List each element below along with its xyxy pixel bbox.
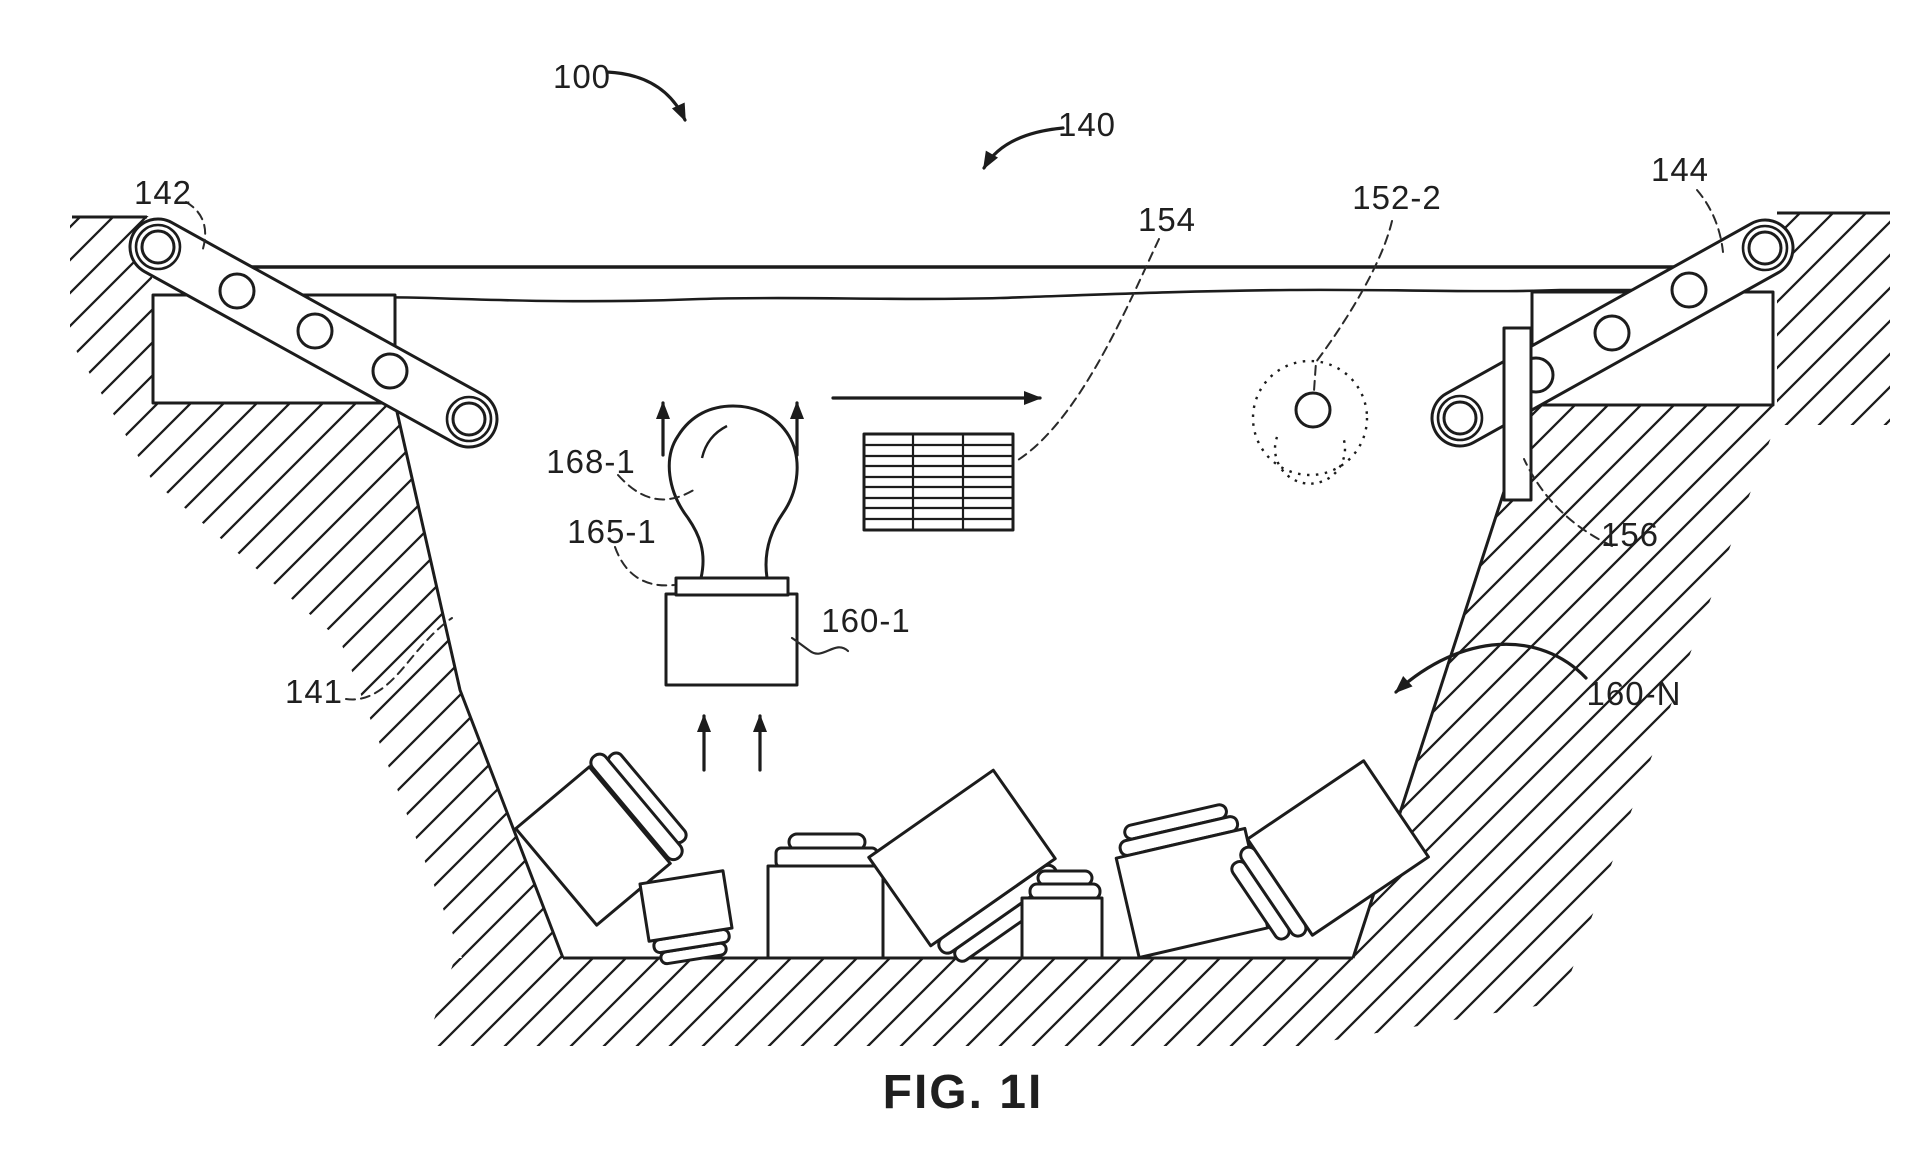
right-conveyor-end-ring (1741, 224, 1789, 272)
gripper-cap (674, 576, 790, 597)
left-conveyor-end-ring (445, 395, 493, 443)
leader-144 (1696, 189, 1724, 253)
leader-156 (1523, 458, 1613, 547)
ref-label-152-2: 152-2 (1352, 179, 1441, 216)
sensor-body (1294, 391, 1332, 429)
jar-tipped-center (867, 768, 1061, 963)
ref-label-144: 144 (1651, 151, 1709, 188)
right-conveyor-end-ring (1436, 394, 1484, 442)
liquid-surface-wavy-line (151, 288, 1640, 303)
jar-small-left (638, 869, 734, 966)
ref-label-154: 154 (1138, 201, 1196, 238)
ref-label-168-1: 168-1 (546, 443, 635, 480)
leader-160-1 (790, 636, 850, 655)
leader-152-2 (1313, 220, 1393, 392)
jar-tipped-left (514, 751, 688, 927)
pit-left-wall (393, 402, 565, 959)
jar-upright-middle (766, 832, 885, 960)
curved-arrow-100 (605, 70, 687, 122)
ref-label-140: 140 (1058, 106, 1116, 143)
divider-bar (1502, 326, 1533, 502)
leader-154 (1017, 238, 1160, 461)
ref-label-160-1: 160-1 (821, 602, 910, 639)
curved-arrow-160N (1394, 642, 1588, 694)
gripper-assembly (664, 404, 799, 687)
ref-label-165-1: 165-1 (567, 513, 656, 550)
screen-grid (862, 432, 1015, 532)
ref-label-142: 142 (134, 174, 192, 211)
curved-arrow-140 (982, 126, 1065, 170)
picked-box (664, 592, 799, 687)
sensor-icon (1251, 359, 1369, 485)
left-conveyor (128, 217, 499, 449)
ref-label-156: 156 (1601, 516, 1659, 553)
bulb-highlight (700, 424, 728, 459)
motion-arrows (605, 70, 1588, 772)
sensor-outer-dotted-ring (1251, 359, 1369, 477)
pit-floor-hatch (425, 405, 1773, 1046)
ref-label-141: 141 (285, 673, 343, 710)
leader-142 (185, 201, 207, 253)
ref-label-100: 100 (553, 58, 611, 95)
ref-label-160-N: 160-N (1587, 675, 1682, 712)
leader-lines (185, 189, 1724, 701)
leader-141 (345, 617, 453, 701)
jar-leaning-right (1114, 803, 1270, 960)
left-conveyor-end-ring (134, 223, 182, 271)
jar-small-right (1020, 869, 1104, 960)
jar-on-wall (1230, 759, 1430, 941)
suction-bulb (667, 404, 799, 580)
pit-objects (514, 751, 1430, 966)
reference-labels: 100 140 142 144 154 152-2 156 141 160-1 … (134, 58, 1709, 712)
figure-caption: FIG. 1I (883, 1066, 1044, 1119)
leader-165-1 (614, 546, 675, 587)
right-bank-hatch (1777, 213, 1890, 425)
leader-168-1 (617, 474, 698, 501)
sensor-inner-dotted-arc (1273, 436, 1347, 485)
